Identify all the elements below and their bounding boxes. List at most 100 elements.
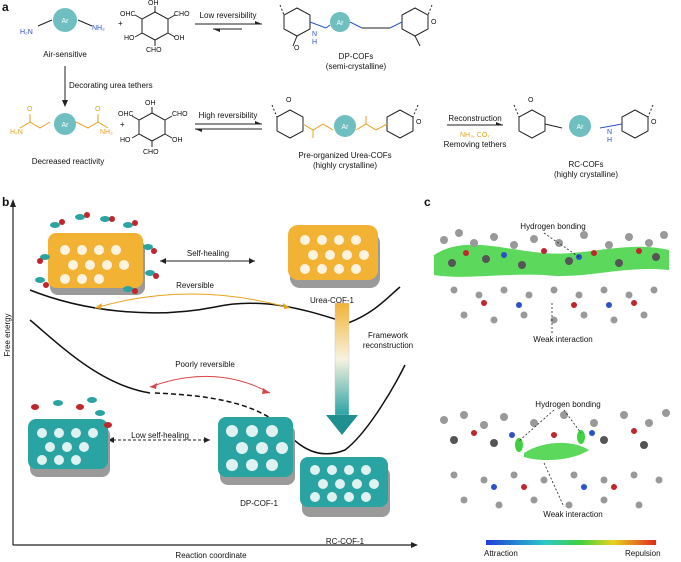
urea-tether-right: [75, 114, 109, 129]
air-sensitive-label: Air-sensitive: [43, 50, 87, 59]
y-axis-label: Free energy: [3, 313, 12, 357]
weak-interaction-label-bottom: Weak interaction: [543, 510, 603, 519]
urea-energy-curve: [29, 286, 401, 324]
rc-n-label: N: [607, 129, 613, 136]
dp-h-label: H: [312, 39, 318, 46]
oh-bottom-right: OH: [172, 137, 183, 144]
dp-n-label: N: [312, 31, 318, 38]
dp-cof-structure: [279, 4, 433, 47]
hydrogen-bonding-label-top: Hydrogen bonding: [520, 222, 586, 231]
urea-cof-o-2: O: [416, 119, 422, 126]
cho-top: CHO: [174, 11, 190, 18]
urea-cof-interaction-model: [434, 229, 669, 335]
framework-reconstruction-label-2: reconstruction: [362, 341, 414, 350]
urea-cof-1-label: Urea-COF-1: [309, 296, 355, 305]
dp-cof-1-label: DP-COF-1: [240, 499, 278, 508]
rc-h-label: H: [607, 137, 613, 144]
ohc-bottom: OHC: [118, 111, 134, 118]
urea-cof-structure: [271, 104, 419, 139]
svg-text:Ar: Ar: [577, 124, 585, 131]
x-axis-label: Reaction coordinate: [175, 551, 247, 560]
interaction-color-scale: [486, 540, 656, 545]
urea-cof-o-1: O: [286, 97, 292, 104]
svg-text:Ar: Ar: [337, 20, 345, 27]
cho-bottom: CHO: [172, 111, 188, 118]
self-healing-label: Self-healing: [186, 249, 230, 258]
cho-bottom-bottom: CHO: [143, 149, 159, 156]
plus-bottom: +: [120, 120, 125, 129]
svg-text:Ar: Ar: [62, 18, 70, 25]
urea-cof-1-model: [288, 225, 380, 288]
dp-energy-curve-left: [29, 319, 151, 394]
decreased-reactivity-label: Decreased reactivity: [31, 157, 105, 166]
urea-o-left: O: [27, 106, 33, 113]
poorly-reversible-arrow: [149, 375, 271, 394]
attraction-label: Attraction: [484, 549, 518, 558]
weak-interaction-label-top: Weak interaction: [533, 335, 593, 344]
rc-cof-1-model: [300, 457, 390, 517]
low-reversibility-label: Low reversibility: [199, 11, 257, 20]
cho-top-bottom: CHO: [146, 47, 162, 54]
rc-cofs-title: RC-COFs: [568, 160, 604, 169]
dp-energy-curve-dashed: [154, 392, 281, 426]
ar-sphere-dp: [330, 12, 350, 32]
oh-top-right: OH: [174, 35, 185, 42]
ar-sphere-urea-cof: [334, 115, 356, 137]
panel-letter-a: a: [2, 0, 9, 14]
dp-cof-disordered-model: [28, 397, 112, 477]
triformyl-phloroglucinol-bottom: [131, 107, 173, 147]
reversible-label: Reversible: [176, 281, 214, 290]
ar-sphere-rc: [569, 115, 591, 137]
reconstruction-arrow-shaft: [334, 302, 350, 416]
rc-cof-o-1: O: [528, 97, 534, 104]
urea-tether-left: [19, 114, 51, 129]
rc-cof-1-label: RC-COF-1: [325, 537, 365, 546]
dp-cof-1-model: [218, 417, 295, 485]
preorganized-urea-cofs-subtitle: (highly crystalline): [312, 161, 378, 170]
rc-cofs-subtitle: (highly crystalline): [553, 170, 619, 179]
reconstruction-label: Reconstruction: [448, 114, 502, 123]
hydrogen-bonding-label-bottom: Hydrogen bonding: [535, 400, 601, 409]
urea-o-right: O: [95, 106, 101, 113]
dp-cofs-title: DP-COFs: [338, 52, 374, 61]
interaction-models: [434, 229, 670, 545]
rc-cof-interaction-model: [440, 409, 670, 509]
poorly-reversible-label: Poorly reversible: [175, 360, 235, 369]
oh-bottom: OH: [145, 100, 156, 107]
reversible-arrow: [94, 293, 291, 309]
ohc-top: OHC: [120, 11, 136, 18]
ar-sphere-top: [53, 8, 77, 32]
rc-cof-o-2: O: [651, 119, 657, 126]
rc-cof-structure: [513, 104, 654, 139]
oh-top: OH: [148, 0, 159, 7]
dp-o-label-1: O: [294, 45, 300, 52]
panel-letter-b: b: [2, 195, 10, 209]
nh2-urea-label: NH₂: [100, 129, 113, 136]
svg-text:Ar: Ar: [62, 122, 70, 129]
low-self-healing-label: Low self-healing: [131, 431, 189, 440]
nh2-label: NH₂: [92, 25, 105, 32]
energy-diagram: [10, 199, 418, 548]
panel-letter-c: c: [424, 195, 431, 209]
h2n-urea-label: H₂N: [10, 129, 23, 136]
h2n-label: H₂N: [20, 29, 33, 36]
ar-sphere-urea: [54, 113, 76, 135]
ho-top: HO: [124, 35, 135, 42]
svg-text:Ar: Ar: [342, 124, 350, 131]
plus-top: +: [118, 19, 123, 28]
ho-bottom: HO: [120, 137, 131, 144]
rc-energy-curve: [279, 364, 406, 455]
dp-cofs-subtitle: (semi-crystalline): [325, 62, 387, 71]
reconstruction-arrow-head: [326, 415, 358, 435]
high-reversibility-label: High reversibility: [198, 111, 258, 120]
removing-tethers-label: Removing tethers: [443, 140, 507, 149]
repulsion-label: Repulsion: [625, 549, 661, 558]
removed-reagents-label: NH₃, CO₂: [459, 132, 491, 139]
framework-reconstruction-label-1: Framework: [367, 331, 409, 340]
decorating-label: Decorating urea tethers: [69, 81, 153, 90]
dp-o-label-2: O: [431, 19, 437, 26]
urea-cof-disordered-model: [35, 212, 159, 295]
panel-a-scheme: Ar Ar Ar Ar Ar: [19, 4, 654, 147]
preorganized-urea-cofs-title: Pre-organized Urea-COFs: [298, 151, 392, 160]
triformyl-phloroglucinol-top: [134, 6, 176, 46]
